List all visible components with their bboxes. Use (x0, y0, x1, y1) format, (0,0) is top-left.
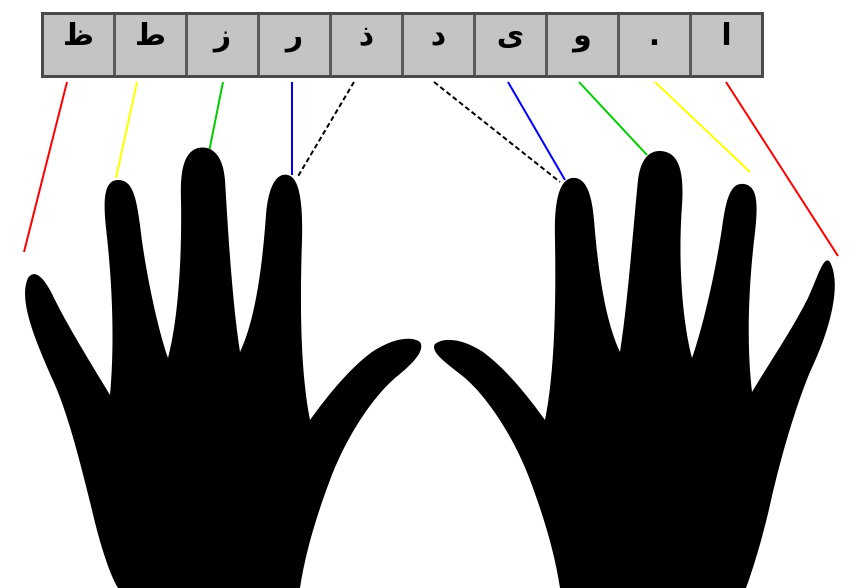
key-label: و (573, 21, 592, 51)
key-zah[interactable]: ظ (44, 15, 113, 75)
key-label: ز (214, 21, 231, 51)
key-dal[interactable]: د (404, 15, 473, 75)
finger-line-tah (116, 82, 137, 178)
finger-line-thal (297, 82, 354, 178)
key-label: ط (135, 21, 166, 51)
key-label: ذ (359, 21, 374, 51)
left-palm (25, 147, 421, 588)
right-hand (434, 151, 835, 588)
key-zain[interactable]: ز (188, 15, 257, 75)
finger-line-alef-maksura (508, 82, 565, 180)
left-hand (25, 147, 421, 588)
key-period[interactable]: . (620, 15, 689, 75)
key-label: ى (497, 21, 525, 51)
key-label: . (649, 21, 660, 51)
arabic-keyboard-row: ظ ط ز ر ذ د ى و . ا (41, 12, 764, 78)
right-palm (434, 151, 835, 588)
key-waw[interactable]: و (548, 15, 617, 75)
finger-line-zah (24, 82, 67, 252)
key-label: ر (286, 21, 303, 51)
key-tah[interactable]: ط (116, 15, 185, 75)
key-label: د (431, 21, 446, 51)
key-thal[interactable]: ذ (332, 15, 401, 75)
key-alef[interactable]: ا (692, 15, 761, 75)
key-label: ظ (63, 21, 94, 51)
key-label: ا (721, 21, 731, 51)
finger-line-waw (579, 82, 647, 155)
finger-line-zain (209, 82, 223, 152)
finger-line-dal (434, 82, 560, 182)
key-alef-maksura[interactable]: ى (476, 15, 545, 75)
key-reh[interactable]: ر (260, 15, 329, 75)
